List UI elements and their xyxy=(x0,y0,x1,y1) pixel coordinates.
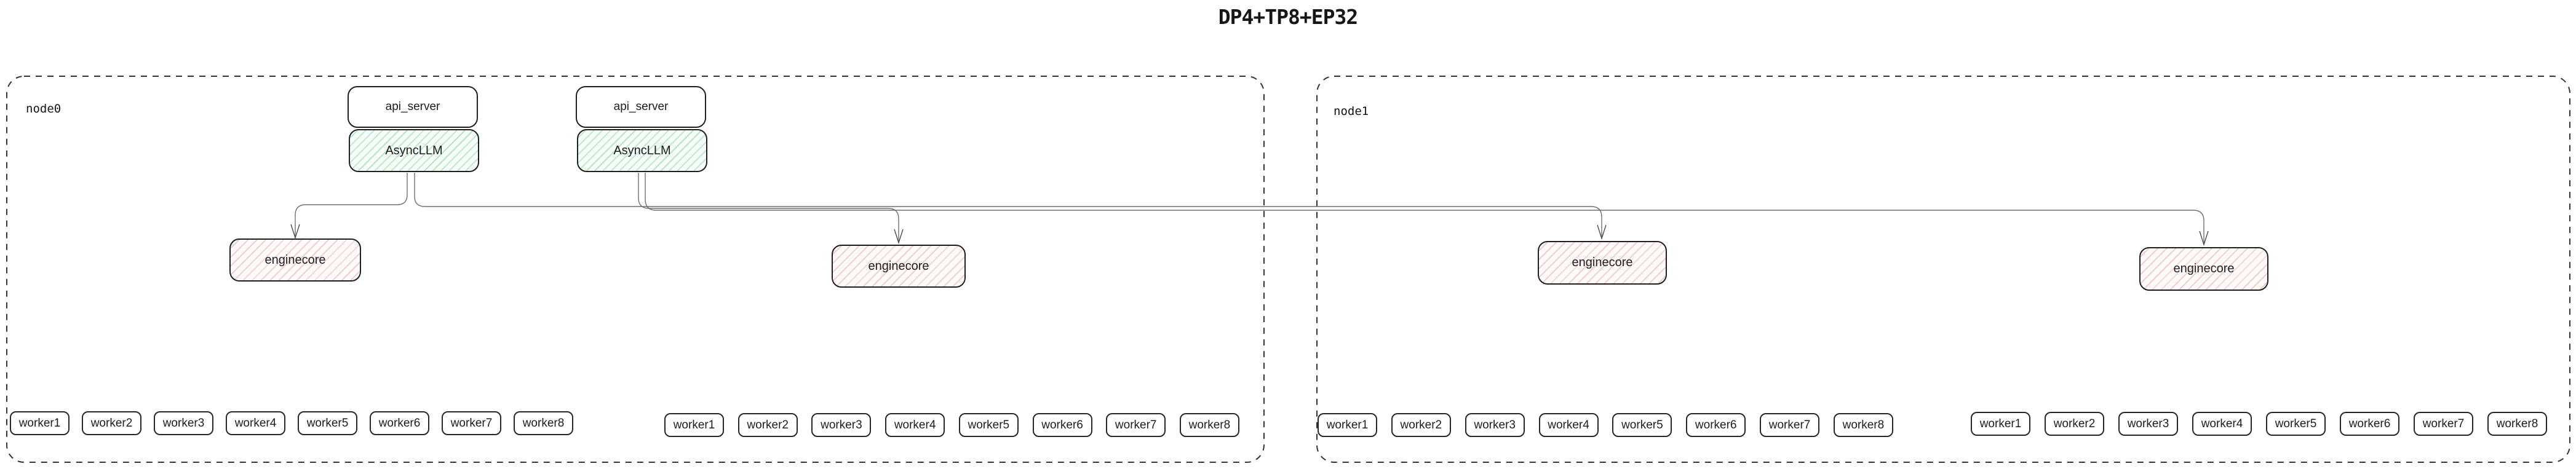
node1-worker-group-2: worker1 worker2 worker3 worker4 worker5 … xyxy=(1971,412,2547,436)
worker-box: worker7 xyxy=(2414,412,2473,436)
diagram-title: DP4+TP8+EP32 xyxy=(1218,5,1358,29)
worker-box: worker8 xyxy=(1833,413,1893,437)
node0-worker-group-2: worker1 worker2 worker3 worker4 worker5 … xyxy=(664,413,1239,437)
worker-box: worker3 xyxy=(154,411,213,435)
worker-box: worker1 xyxy=(1971,412,2030,436)
worker-box: worker2 xyxy=(82,411,141,435)
worker-box: worker2 xyxy=(2045,412,2104,436)
worker-box: worker4 xyxy=(885,413,945,437)
worker-box: worker5 xyxy=(298,411,357,435)
asyncllm-box-2: AsyncLLM xyxy=(577,129,707,172)
worker-box: worker5 xyxy=(1612,413,1672,437)
worker-box: worker1 xyxy=(664,413,724,437)
worker-box: worker6 xyxy=(1032,413,1092,437)
api-server-box-2: api_server xyxy=(576,86,706,128)
api-server-box-1: api_server xyxy=(348,86,478,128)
worker-box: worker2 xyxy=(737,413,798,437)
arrowhead-enginecore1-icon xyxy=(290,224,300,240)
worker-box: worker1 xyxy=(10,411,70,435)
worker-box: worker6 xyxy=(2340,412,2399,436)
node1-border xyxy=(1316,76,2570,463)
worker-box: worker8 xyxy=(1179,413,1239,437)
worker-box: worker3 xyxy=(811,413,872,437)
node1-label: node1 xyxy=(1334,104,1369,118)
worker-box: worker8 xyxy=(2487,412,2547,436)
enginecore-box-1: enginecore xyxy=(229,238,361,282)
node0-border xyxy=(6,76,1265,463)
edge-asyncllm2-enginecore2 xyxy=(638,173,899,241)
enginecore-box-3: enginecore xyxy=(1538,241,1667,285)
node0-label: node0 xyxy=(26,102,62,116)
worker-box: worker3 xyxy=(1465,413,1525,437)
edge-asyncllm1-enginecore1 xyxy=(295,173,408,236)
worker-box: worker4 xyxy=(226,411,285,435)
worker-box: worker1 xyxy=(1318,413,1377,437)
worker-box: worker2 xyxy=(1391,413,1451,437)
worker-box: worker7 xyxy=(1760,413,1820,437)
enginecore-box-4: enginecore xyxy=(2139,247,2268,291)
worker-box: worker7 xyxy=(1106,413,1166,437)
worker-box: worker7 xyxy=(442,411,501,435)
worker-box: worker6 xyxy=(1686,413,1746,437)
edge-asyncllm1-enginecore3 xyxy=(414,173,1602,237)
arrowhead-enginecore3-icon xyxy=(1597,224,1607,240)
node0-worker-group-1: worker1 worker2 worker3 worker4 worker5 … xyxy=(10,411,573,435)
worker-box: worker6 xyxy=(370,411,429,435)
arrowhead-enginecore2-icon xyxy=(894,229,904,245)
node1-worker-group-1: worker1 worker2 worker3 worker4 worker5 … xyxy=(1318,413,1893,437)
worker-box: worker5 xyxy=(958,413,1019,437)
worker-box: worker8 xyxy=(514,411,573,435)
worker-box: worker5 xyxy=(2266,412,2326,436)
arrowhead-enginecore4-icon xyxy=(2199,231,2209,246)
worker-box: worker4 xyxy=(2192,412,2252,436)
enginecore-box-2: enginecore xyxy=(832,245,966,288)
worker-box: worker3 xyxy=(2118,412,2178,436)
edge-asyncllm2-enginecore4 xyxy=(645,173,2204,243)
asyncllm-box-1: AsyncLLM xyxy=(349,129,479,172)
worker-box: worker4 xyxy=(1538,413,1599,437)
